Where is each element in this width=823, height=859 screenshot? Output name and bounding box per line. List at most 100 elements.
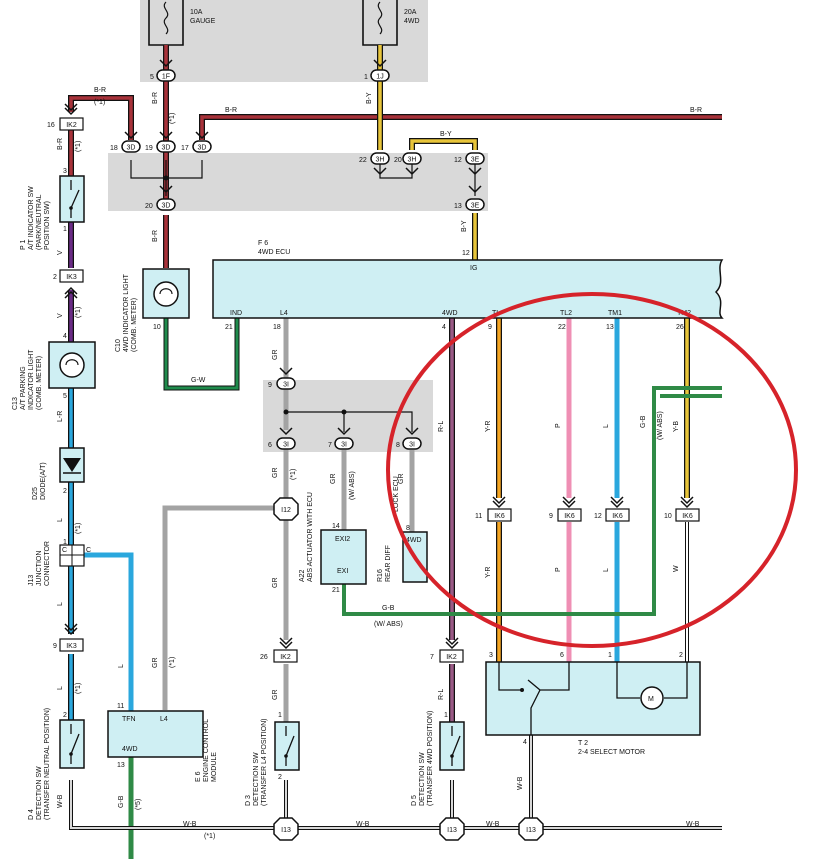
pin-numbers: 5 1 16 18 19 17 22 20 12 20 13 12 3 1 2 …	[47, 74, 684, 781]
svg-text:20: 20	[394, 157, 402, 164]
svg-text:GR: GR	[152, 658, 159, 669]
wire-wb-bus	[70, 780, 722, 829]
svg-text:16: 16	[47, 122, 55, 129]
d25-diode	[59, 447, 85, 483]
svg-text:W-B: W-B	[356, 821, 370, 828]
svg-text:P 1: P 1	[20, 240, 27, 250]
p1-switch	[59, 175, 85, 223]
svg-text:IK2: IK2	[280, 654, 291, 661]
svg-text:T 2: T 2	[578, 740, 588, 747]
hex-connectors: I12 I13 I13 I13	[273, 497, 544, 841]
svg-text:ABS ACTUATOR WITH ECU: ABS ACTUATOR WITH ECU	[307, 492, 314, 582]
notes: (*1) (*1) (W/ ABS) (*1) (*1) (*1) (*1) (…	[75, 99, 664, 840]
svg-text:GR: GR	[272, 690, 279, 701]
a22-pin-exi2: EXI2	[335, 536, 350, 543]
tag-ik6-10: IK6	[675, 508, 700, 522]
svg-text:J13: J13	[28, 575, 35, 586]
svg-text:R16: R16	[377, 569, 384, 582]
hex-i13-a: I13	[273, 817, 299, 841]
wire-br-right	[200, 115, 722, 140]
pill-3i-6: 3I	[276, 437, 296, 450]
c10-lamp	[142, 268, 190, 319]
svg-text:MODULE: MODULE	[211, 752, 218, 782]
svg-text:7: 7	[430, 654, 434, 661]
svg-text:3D: 3D	[162, 145, 171, 152]
svg-text:(COMB. METER): (COMB. METER)	[131, 298, 138, 352]
arrow-markers	[64, 59, 694, 650]
label-d4: D 4 DETECTION SW (TRANSFER NEUTRAL POSIT…	[28, 708, 51, 820]
svg-text:4: 4	[523, 739, 527, 746]
svg-text:IK3: IK3	[66, 274, 77, 281]
svg-text:D 4: D 4	[28, 809, 35, 820]
svg-text:C10: C10	[115, 339, 122, 352]
ecu-pin-4wd: 4WD	[442, 310, 458, 317]
svg-text:I13: I13	[526, 827, 536, 834]
t2-select-motor: M	[485, 661, 701, 736]
wire-junction-3i	[286, 411, 413, 432]
svg-text:2: 2	[679, 652, 683, 659]
e6-pin-tfn: TFN	[122, 716, 136, 723]
svg-text:(COMB. METER): (COMB. METER)	[36, 356, 43, 410]
svg-text:W: W	[673, 565, 680, 572]
wire-gw	[164, 318, 239, 390]
svg-text:(TRANSFER 4WD POSITION): (TRANSFER 4WD POSITION)	[427, 711, 434, 806]
svg-text:6: 6	[268, 442, 272, 449]
svg-text:B-Y: B-Y	[366, 92, 373, 104]
svg-text:GR: GR	[398, 474, 405, 485]
wires	[68, 45, 722, 859]
svg-text:IK6: IK6	[494, 513, 505, 520]
wire-labels: B-R B-R B-R B-Y W-B W-B W-B W-B G-W G-B …	[62, 87, 702, 828]
ecu-name: 4WD ECU	[258, 249, 290, 256]
svg-text:3D: 3D	[127, 145, 136, 152]
svg-text:1: 1	[63, 226, 67, 233]
label-d25: D25 DIODE(A/T)	[32, 462, 47, 500]
svg-text:DIODE(A/T): DIODE(A/T)	[40, 462, 47, 500]
svg-text:L: L	[57, 602, 64, 606]
d5-switch	[439, 721, 465, 771]
svg-text:2-4 SELECT MOTOR: 2-4 SELECT MOTOR	[578, 749, 645, 756]
svg-text:G-B: G-B	[118, 795, 125, 808]
a22-abs: EXI2 EXI	[320, 529, 367, 585]
svg-text:5: 5	[63, 393, 67, 400]
svg-text:D 3: D 3	[245, 795, 252, 806]
svg-text:21: 21	[332, 587, 340, 594]
annotation-ellipse	[386, 292, 798, 648]
svg-text:10: 10	[664, 513, 672, 520]
pill-1f-label: 1F	[162, 74, 170, 81]
svg-text:IK6: IK6	[612, 513, 623, 520]
svg-text:12: 12	[594, 513, 602, 520]
svg-text:DETECTION SW: DETECTION SW	[36, 766, 43, 820]
svg-text:C13: C13	[12, 397, 19, 410]
label-d3: D 3 DETECTION SW (TRANSFER L4 POSITION)	[245, 718, 268, 806]
e6-ecm: TFN L4 4WD	[107, 710, 204, 758]
label-c10: C10 4WD INDICATOR LIGHT (COMB. METER)	[115, 273, 138, 352]
svg-text:IK6: IK6	[682, 513, 693, 520]
svg-text:(*1): (*1)	[75, 141, 82, 152]
svg-text:13: 13	[117, 762, 125, 769]
wire-br-to-ik2	[69, 96, 133, 140]
svg-text:B-Y: B-Y	[440, 131, 452, 138]
pill-3e-13: 3E	[465, 198, 485, 211]
svg-text:B-R: B-R	[57, 138, 64, 150]
svg-text:P: P	[555, 423, 562, 428]
ecu-pin-ind: IND	[230, 310, 242, 317]
svg-text:R-L: R-L	[438, 689, 445, 700]
r16-pin-4wd: 4WD	[406, 537, 422, 544]
svg-text:(W/ ABS): (W/ ABS)	[374, 621, 403, 628]
svg-text:INDICATOR LIGHT: INDICATOR LIGHT	[28, 349, 35, 410]
pill-3d-19: 3D	[156, 140, 176, 153]
svg-text:1: 1	[364, 74, 368, 81]
svg-text:G-B: G-B	[640, 415, 647, 428]
svg-text:ENGINE CONTROL: ENGINE CONTROL	[203, 719, 210, 782]
svg-text:B-Y: B-Y	[461, 220, 468, 232]
svg-text:D25: D25	[32, 487, 39, 500]
svg-text:CONNECTOR: CONNECTOR	[44, 541, 51, 586]
svg-text:18: 18	[110, 145, 118, 152]
svg-text:(*1): (*1)	[75, 523, 82, 534]
pill-3i-8: 3I	[402, 437, 422, 450]
svg-text:IK3: IK3	[66, 643, 77, 650]
e6-pin-l4: L4	[160, 716, 168, 723]
tag-ik2-7: IK2	[439, 649, 464, 663]
label-c13: C13 A/T PARKING INDICATOR LIGHT (COMB. M…	[12, 349, 43, 410]
